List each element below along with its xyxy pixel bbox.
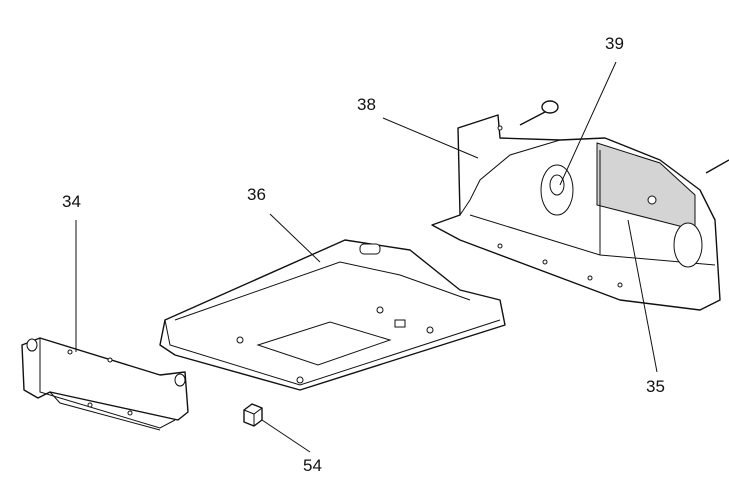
callout-34: 34	[62, 192, 81, 211]
callout-35: 35	[646, 377, 665, 396]
part-54-cube	[243, 403, 263, 427]
part-35-housing	[431, 114, 721, 311]
callout-38: 38	[357, 95, 376, 114]
screw-right	[705, 159, 729, 174]
screw-left	[519, 100, 559, 126]
callout-54: 54	[303, 456, 322, 475]
callout-39: 39	[605, 34, 624, 53]
callout-36: 36	[247, 185, 266, 204]
part-36-tray	[159, 239, 506, 391]
leader-lines	[75, 61, 658, 453]
part-34-bracket	[21, 337, 189, 431]
